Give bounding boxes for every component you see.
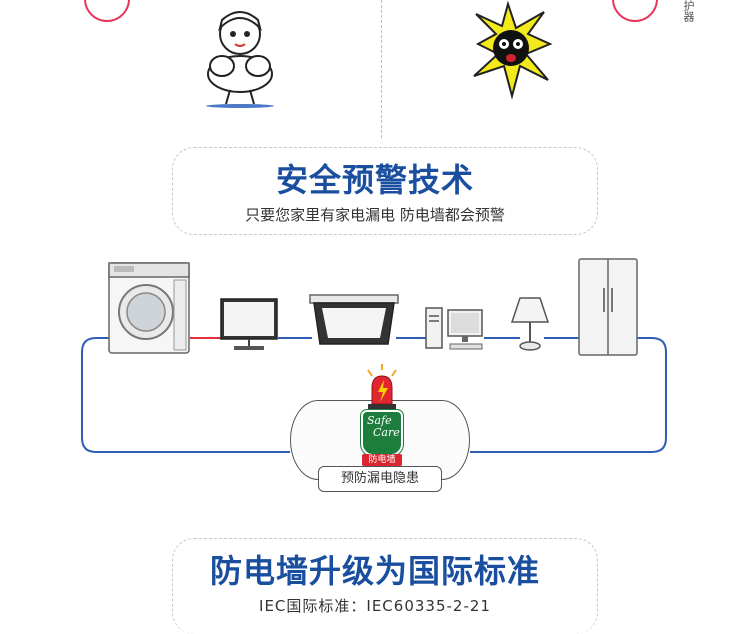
cartoon-girl-icon <box>206 11 274 108</box>
alarm-light-icon <box>367 364 397 411</box>
range-hood-icon <box>309 294 399 345</box>
leakage-prevention-text: 预防漏电隐患 <box>340 471 419 486</box>
safety-warning-title: 安全预警技术 <box>275 161 474 199</box>
washing-machine-icon <box>108 262 190 354</box>
safety-warning-subtitle: 只要您家里有家电漏电 防电墙都会预警 <box>245 206 505 224</box>
wiring-diagram <box>81 337 667 453</box>
international-standard-subtitle: IEC国际标准：IEC60335-2-21 <box>259 597 491 615</box>
television-icon <box>220 298 278 350</box>
international-standard-panel <box>172 538 598 634</box>
side-caption: 护器 <box>682 0 695 22</box>
electric-shock-icon <box>473 0 553 100</box>
badge-line1: Safe <box>367 414 392 427</box>
safety-warning-panel <box>172 147 598 235</box>
desktop-computer-icon <box>425 307 483 350</box>
badge-caption: 防电墙 <box>362 454 402 466</box>
table-lamp-icon <box>510 297 550 351</box>
badge-line2: Care <box>373 426 400 439</box>
leakage-prevention-label: 预防漏电隐患 <box>318 466 442 492</box>
international-standard-title: 防电墙升级为国际标准 <box>209 552 540 590</box>
top-divider <box>381 0 382 138</box>
safe-care-badge: Safe Care <box>360 409 404 457</box>
refrigerator-icon <box>578 258 638 356</box>
